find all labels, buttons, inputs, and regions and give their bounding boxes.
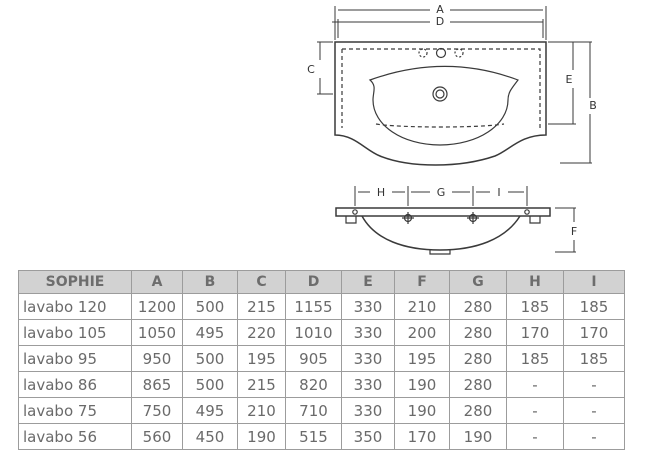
table-cell: 515 [285,423,342,450]
table-cell: 500 [182,345,238,372]
header-e: E [341,270,395,294]
table-cell: - [563,423,625,450]
table-row: lavabo 56 560 450 190 515 350 170 190 - … [18,423,625,450]
label-a: A [436,3,444,16]
table-cell: 495 [182,319,238,346]
table-cell: 330 [341,397,395,424]
table-cell: 200 [394,319,450,346]
table-cell: 330 [341,371,395,398]
header-a: A [131,270,183,294]
table-cell: 500 [182,293,238,320]
table-cell: 170 [394,423,450,450]
table-cell: lavabo 56 [18,423,132,450]
header-h: H [506,270,564,294]
table-cell: - [506,397,564,424]
label-c: C [307,63,315,76]
table-cell: 500 [182,371,238,398]
table-cell: - [506,423,564,450]
table-cell: 215 [237,371,286,398]
table-cell: 450 [182,423,238,450]
table-row: lavabo 120 1200 500 215 1155 330 210 280… [18,293,625,320]
table-cell: 905 [285,345,342,372]
table-cell: 190 [237,423,286,450]
dimension-f [555,207,576,253]
table-cell: 280 [449,371,507,398]
table-cell: 170 [563,319,625,346]
table-cell: 710 [285,397,342,424]
table-cell: 280 [449,293,507,320]
header-c: C [237,270,286,294]
table-cell: 280 [449,345,507,372]
table-cell: 330 [341,319,395,346]
table-cell: 350 [341,423,395,450]
label-f: F [571,225,577,238]
table-cell: 1010 [285,319,342,346]
header-i: I [563,270,625,294]
table-cell: 1200 [131,293,183,320]
dimension-b [560,41,592,164]
label-i: I [497,186,500,199]
table-cell: 865 [131,371,183,398]
table-row: lavabo 95 950 500 195 905 330 195 280 18… [18,345,625,372]
table-cell: lavabo 120 [18,293,132,320]
table-row: lavabo 86 865 500 215 820 330 190 280 - … [18,371,625,398]
table-cell: - [563,397,625,424]
table-cell: 820 [285,371,342,398]
side-view-basin [335,207,551,255]
table-cell: 560 [131,423,183,450]
top-view-basin [334,41,547,166]
table-cell: lavabo 105 [18,319,132,346]
header-b: B [182,270,238,294]
label-e: E [566,73,573,86]
technical-drawing: A D C E B H G I F [307,3,597,255]
table-cell: - [563,371,625,398]
table-row: lavabo 75 750 495 210 710 330 190 280 - … [18,397,625,424]
table-cell: 330 [341,345,395,372]
header-d: D [285,270,342,294]
table-cell: 750 [131,397,183,424]
table-cell: 185 [563,293,625,320]
table-cell: 190 [394,397,450,424]
header-f: F [394,270,450,294]
table-cell: 190 [394,371,450,398]
table-row: lavabo 105 1050 495 220 1010 330 200 280… [18,319,625,346]
label-b: B [589,99,597,112]
label-d: D [436,15,444,28]
table-cell: 220 [237,319,286,346]
table-cell: 495 [182,397,238,424]
table-cell: 950 [131,345,183,372]
header-g: G [449,270,507,294]
table-cell: 185 [563,345,625,372]
table-cell: 195 [394,345,450,372]
table-cell: 210 [394,293,450,320]
dimension-lines-side [354,186,528,206]
table-cell: 280 [449,319,507,346]
table-cell: 185 [506,345,564,372]
table-cell: lavabo 86 [18,371,132,398]
table-cell: lavabo 75 [18,397,132,424]
dimension-c [317,41,333,95]
header-model: SOPHIE [18,270,132,294]
table-cell: - [506,371,564,398]
dimensions-table: SOPHIE A B C D E F G H I lavabo 120 1200… [18,270,625,450]
table-cell: lavabo 95 [18,345,132,372]
table-cell: 215 [237,293,286,320]
table-cell: 190 [449,423,507,450]
label-h: H [377,186,385,199]
table-cell: 185 [506,293,564,320]
dimension-lines-top [332,6,547,40]
table-cell: 195 [237,345,286,372]
table-cell: 1050 [131,319,183,346]
table-cell: 170 [506,319,564,346]
table-cell: 280 [449,397,507,424]
table-cell: 210 [237,397,286,424]
table-header-row: SOPHIE A B C D E F G H I [18,270,625,294]
table-cell: 1155 [285,293,342,320]
label-g: G [437,186,446,199]
table-cell: 330 [341,293,395,320]
